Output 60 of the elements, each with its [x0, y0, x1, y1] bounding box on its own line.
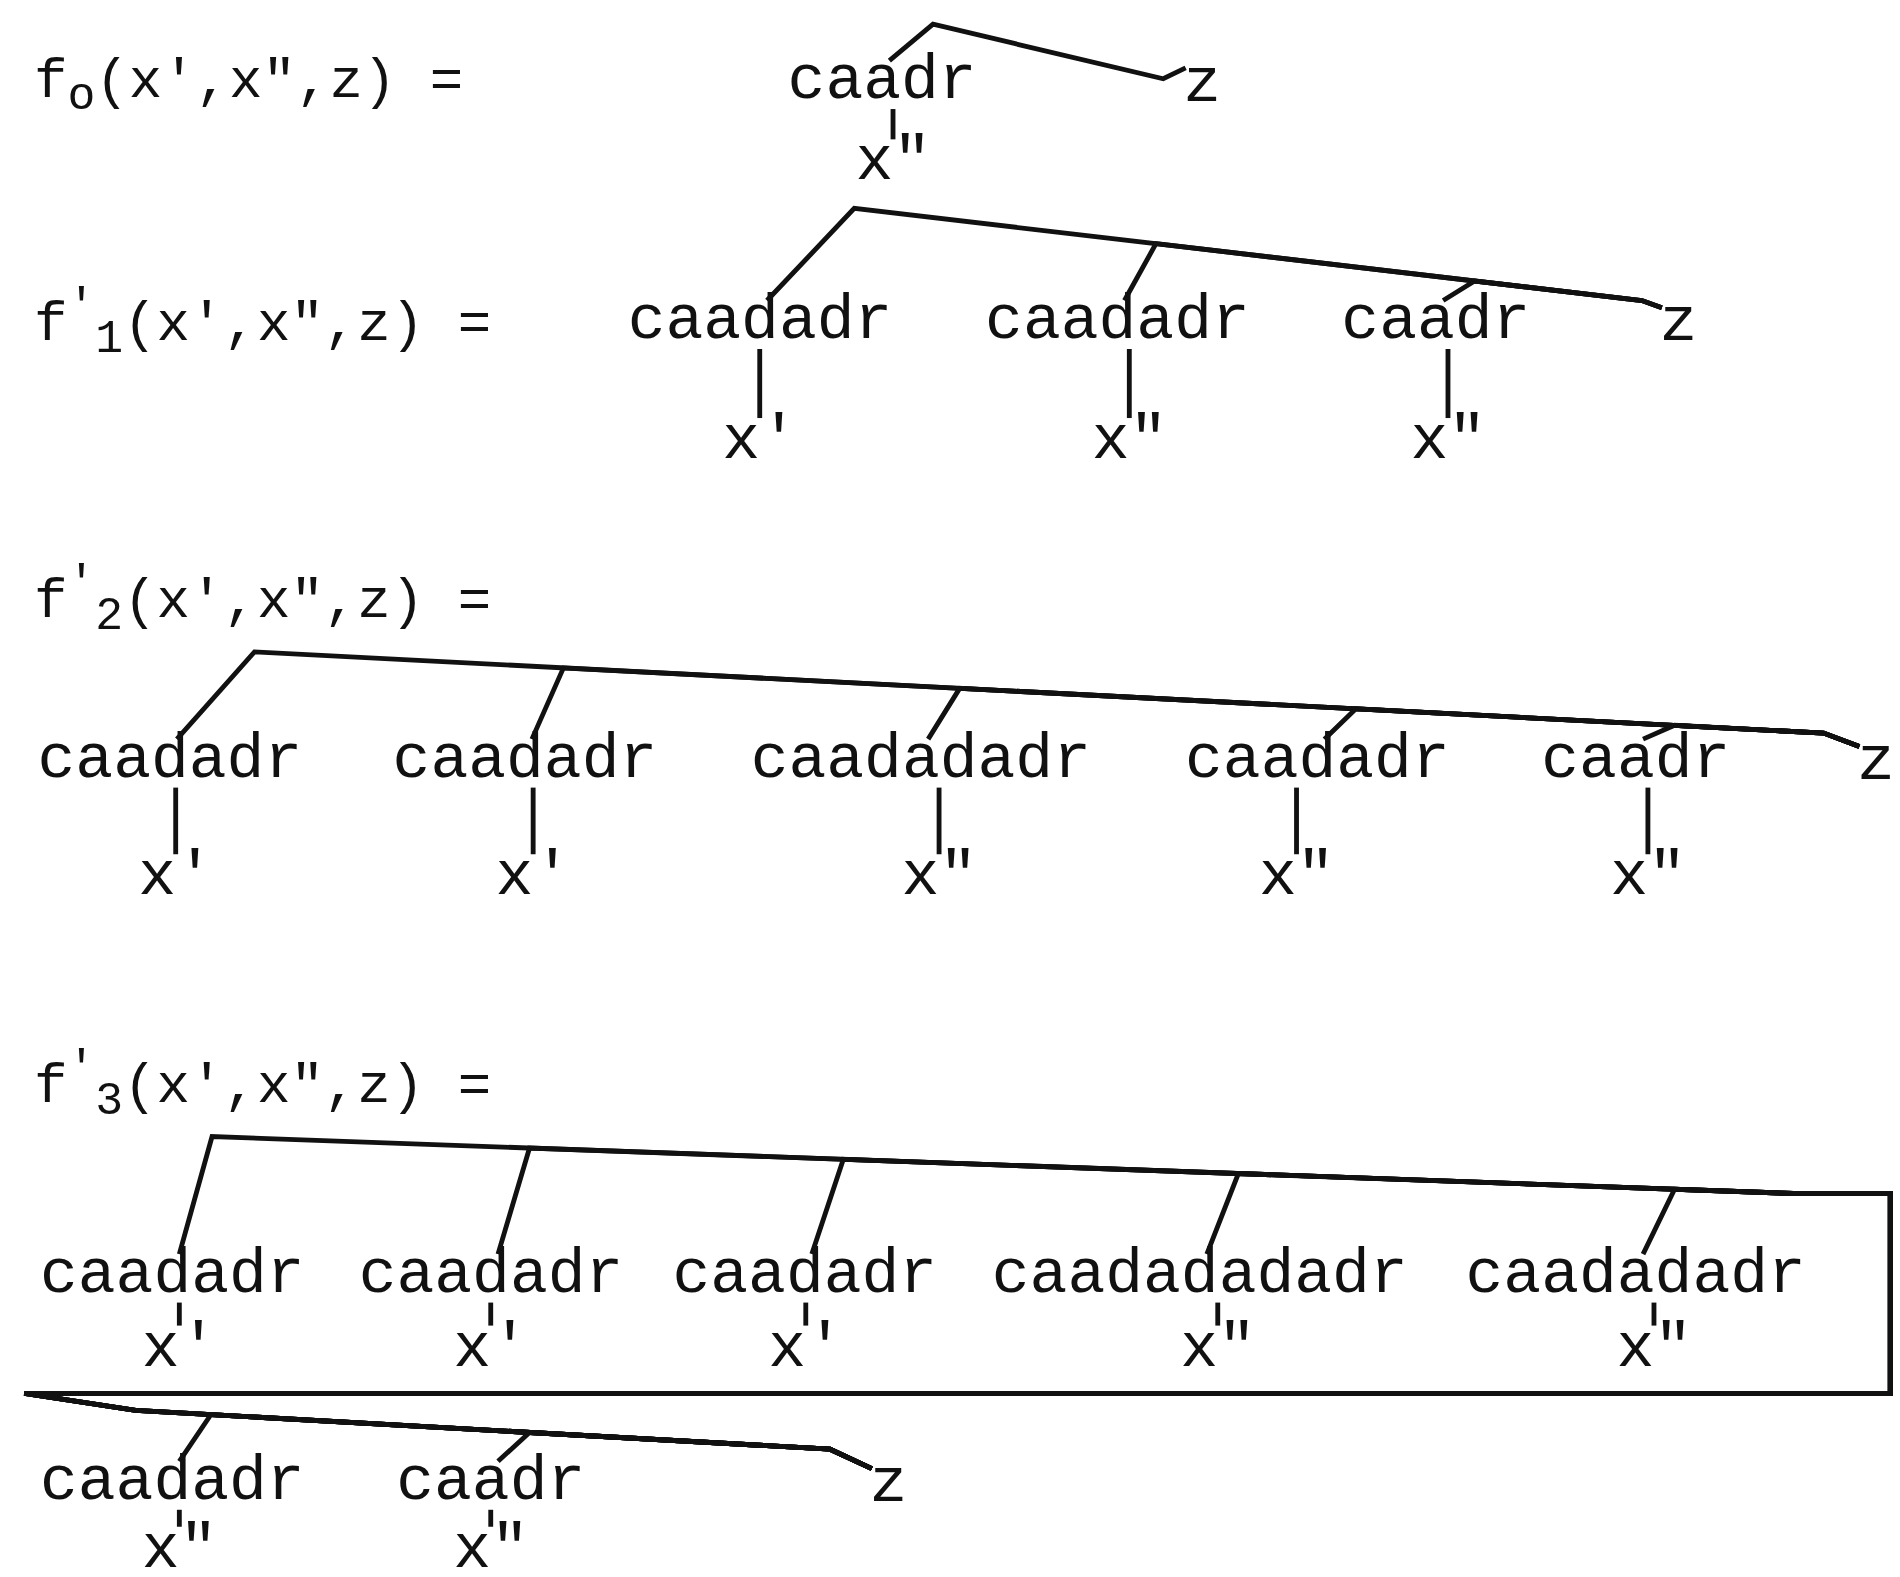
tick-line [936, 787, 942, 855]
variable-label: x" [1091, 410, 1168, 474]
function-name: caadr [787, 50, 977, 114]
variable-label: x" [855, 132, 932, 196]
equation-label: f$_{o}$(x',x",z) = [33, 49, 464, 126]
function-name: caadadr [985, 290, 1250, 354]
tree-line [496, 1430, 873, 1471]
function-name: caadadadadr [991, 1244, 1408, 1308]
equation-label: f$^{'}$$_{2}$(x',x",z) = [33, 558, 492, 646]
variable-label: x" [141, 1519, 218, 1577]
tick-line [488, 1509, 494, 1527]
function-name: caadr [1541, 729, 1731, 793]
tick-line [1645, 787, 1651, 855]
function-name: caadr [1341, 290, 1531, 354]
equation-label: f$^{'}$$_{1}$(x',x",z) = [33, 280, 492, 368]
tick-line [176, 1509, 182, 1527]
variable-label: x' [138, 847, 214, 910]
tick-line [803, 1302, 809, 1326]
function-name: caadadadr [750, 729, 1091, 793]
variable-label: x" [1180, 1318, 1256, 1382]
tick-line [176, 1302, 182, 1326]
function-name: caadadr [40, 1244, 305, 1308]
variable-label: x" [901, 847, 978, 910]
tree-line [1642, 722, 1861, 749]
variable-label: x" [1410, 410, 1487, 474]
variable-label: x' [453, 1318, 529, 1382]
variable-label: z [1856, 731, 1895, 795]
variable-label: x' [495, 847, 572, 910]
tree-line [887, 21, 1187, 82]
tick-line [1294, 787, 1299, 855]
tick-line [173, 787, 179, 855]
variable-label: x" [1610, 847, 1686, 910]
tree-line [1441, 278, 1663, 311]
tick-line [1215, 1302, 1221, 1326]
variable-label: x" [1258, 847, 1335, 910]
tick-line [757, 348, 763, 419]
function-name: caadadr [1185, 729, 1450, 793]
function-name: caadadadr [1465, 1244, 1806, 1308]
tick-line [1651, 1302, 1657, 1326]
tick-line [1445, 348, 1451, 419]
function-name: caadr [396, 1451, 586, 1515]
variable-label: x" [1616, 1318, 1693, 1382]
function-name: caadadr [627, 290, 893, 354]
variable-label: x' [768, 1318, 844, 1382]
tick-line [1126, 348, 1132, 419]
tick-line [488, 1302, 494, 1326]
variable-label: x' [141, 1318, 218, 1382]
variable-label: z [1183, 53, 1222, 117]
tick-line [890, 109, 896, 140]
tick-line [530, 787, 536, 855]
function-name: caadadr [392, 729, 658, 793]
variable-label: x' [722, 410, 798, 474]
function-name: caadadr [40, 1451, 305, 1515]
function-name: caadadr [672, 1244, 938, 1308]
function-name: caadadr [37, 729, 303, 793]
variable-label: z [1659, 293, 1698, 357]
variable-label: x" [453, 1519, 529, 1577]
equation-label: f$^{'}$$_{3}$(x',x",z) = [33, 1042, 492, 1131]
variable-label: z [869, 1454, 908, 1518]
function-name: caadadr [358, 1244, 624, 1308]
